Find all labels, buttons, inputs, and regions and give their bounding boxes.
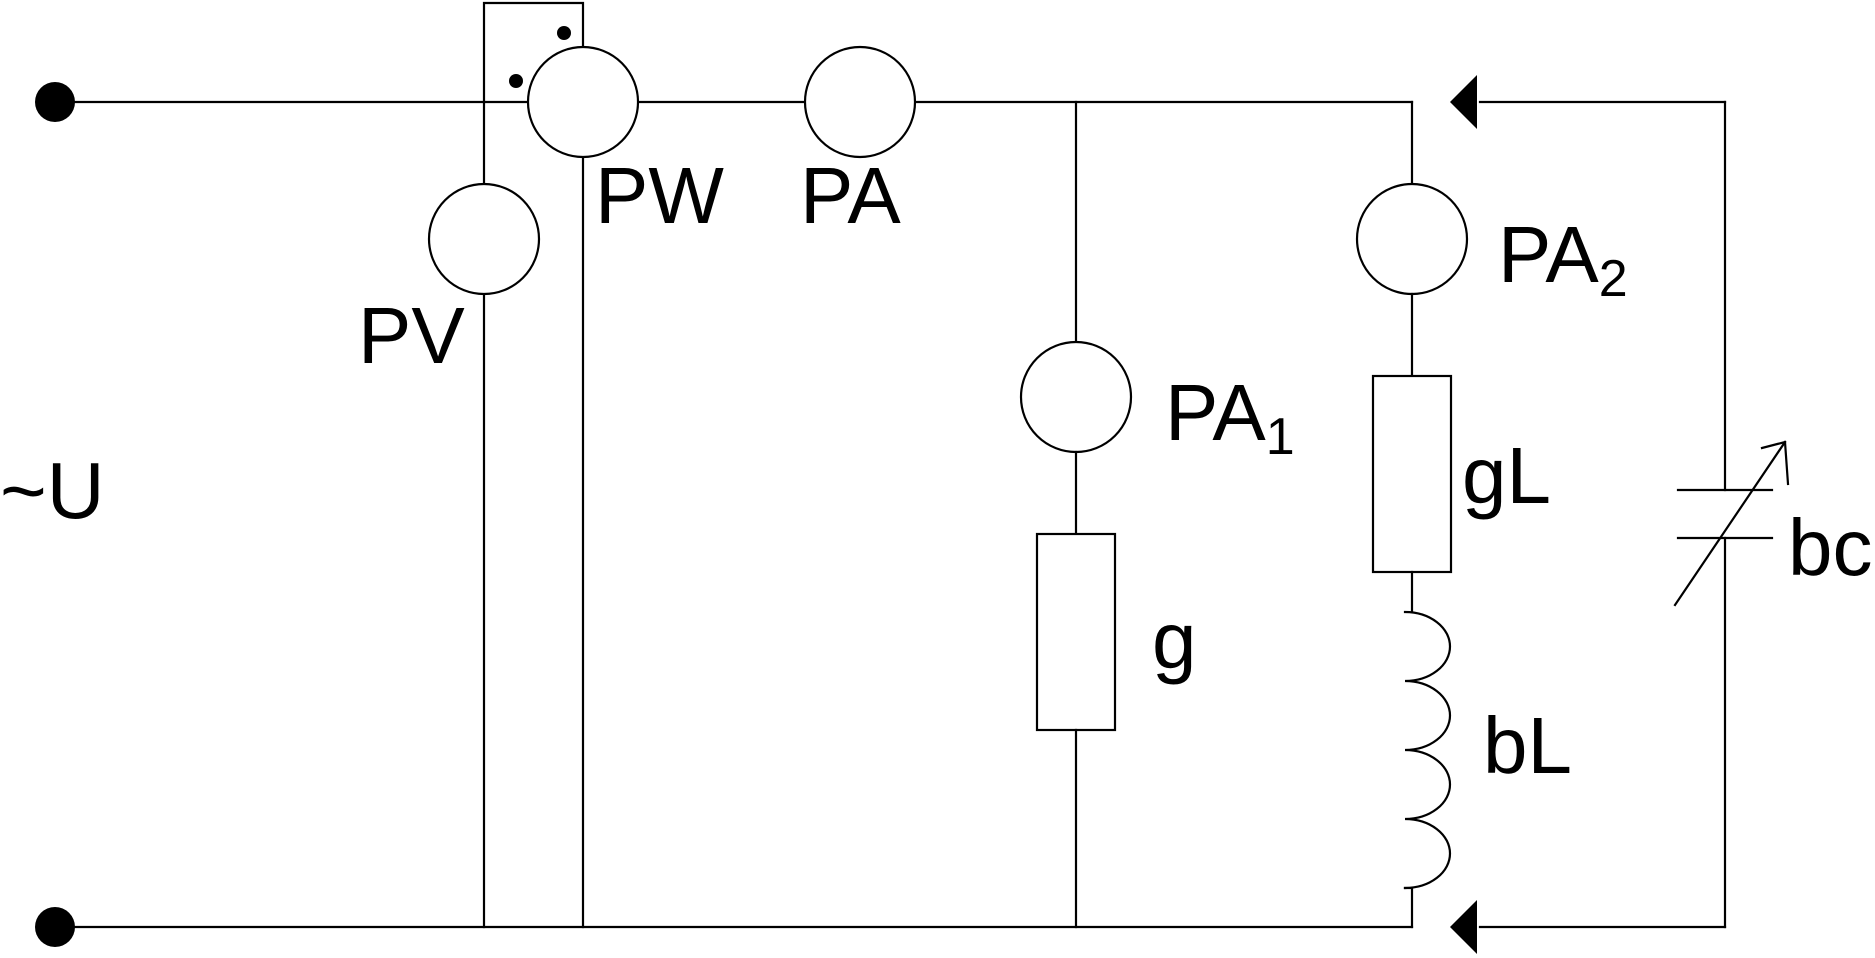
voltmeter-label: PV <box>358 291 465 380</box>
source-label: ~U <box>0 446 105 535</box>
resistor-gl-label: gL <box>1462 431 1551 520</box>
branch-1 <box>1019 100 1133 929</box>
wattmeter-pw <box>526 45 640 159</box>
branch-2 <box>1355 100 1469 929</box>
variable-arrow-head <box>1760 440 1790 486</box>
ammeter-pa <box>803 45 917 159</box>
ammeter-pa2 <box>1355 182 1469 296</box>
wattmeter-voltage-path <box>482 1 585 929</box>
ammeter-pa1-label: PA1 <box>1165 368 1295 466</box>
ammeter-pa1 <box>1019 340 1133 454</box>
wattmeter-polarity-dot-voltage <box>557 26 571 40</box>
wattmeter-polarity-dot-current <box>509 74 523 88</box>
capacitor-branch <box>1478 100 1790 929</box>
voltmeter-pv <box>427 182 541 296</box>
resistor-g <box>1035 532 1117 732</box>
inductor-bl <box>1403 610 1452 890</box>
capacitor-bc-label: bc <box>1788 503 1873 592</box>
resistor-gl <box>1371 374 1453 574</box>
bottom-connection-arrow <box>1450 900 1477 954</box>
voltmeter-branch <box>427 100 541 929</box>
wattmeter-label: PW <box>595 151 724 240</box>
ammeter-pa2-label: PA2 <box>1498 210 1628 308</box>
top-connection-arrow <box>1450 75 1477 129</box>
resistor-g-label: g <box>1152 596 1197 685</box>
variable-arrow-shaft <box>1673 440 1787 607</box>
inductor-bl-label: bL <box>1483 701 1572 790</box>
ammeter-label: PA <box>800 151 901 240</box>
